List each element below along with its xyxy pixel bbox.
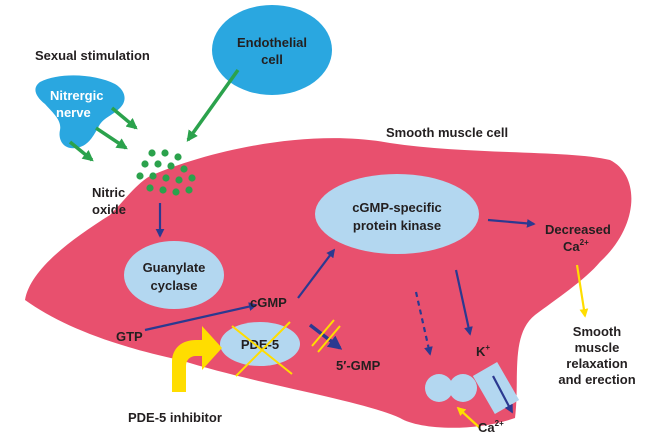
gtp-label: GTP <box>116 329 143 344</box>
nitric-oxide-dots <box>136 149 196 196</box>
ca-to-relaxation-arrow <box>575 264 589 318</box>
protein-kinase-label-2: protein kinase <box>353 218 441 233</box>
sexual-stimulation-label: Sexual stimulation <box>35 48 150 63</box>
nitrergic-nerve <box>35 75 125 149</box>
smooth-muscle-cell-body <box>25 138 632 428</box>
relaxation-label-4: and erection <box>558 372 635 387</box>
smooth-muscle-cell-label: Smooth muscle cell <box>386 125 508 140</box>
block-bar-1 <box>311 319 335 347</box>
nitric-oxide-label-1: Nitric <box>92 185 125 200</box>
block-bar-2 <box>317 325 341 353</box>
pkg-to-decreased-ca-arrow <box>487 218 536 228</box>
nitric-oxide-label-2: oxide <box>92 202 126 217</box>
endothelial-label-2: cell <box>261 52 283 67</box>
ca-channel-right <box>449 374 477 402</box>
gtp-to-cgmp-arrow <box>144 302 258 332</box>
nerve-arrow-3 <box>68 140 94 162</box>
k-channel <box>472 361 520 415</box>
pkg-to-k-channel-arrow <box>454 269 473 336</box>
ca-influx-arrow <box>456 406 481 429</box>
guanylate-label-1: Guanylate <box>143 260 206 275</box>
guanylate-cyclase-node <box>124 241 224 309</box>
protein-kinase-node <box>315 174 479 254</box>
nitrergic-label-1: Nitrergic <box>50 88 103 103</box>
pde5-inhibitor-label: PDE-5 inhibitor <box>128 410 222 425</box>
nitrergic-label-2: nerve <box>56 105 91 120</box>
pde5-to-5gmp-arrow <box>308 323 343 350</box>
nerve-arrow-2 <box>95 126 128 150</box>
5gmp-label: 5′-GMP <box>336 358 381 373</box>
relaxation-label-2: muscle <box>575 340 620 355</box>
relaxation-label-1: Smooth <box>573 324 621 339</box>
ca-channel-left <box>425 374 453 402</box>
endothelial-label-1: Endothelial <box>237 35 307 50</box>
ca-bottom-label: Ca2+ <box>478 419 504 435</box>
nerve-arrow-1 <box>110 106 138 130</box>
guanylate-label-2: cyclase <box>151 278 198 293</box>
cgmp-to-pkg-arrow <box>297 248 336 299</box>
cgmp-label: cGMP <box>250 295 287 310</box>
pde5-inhibitor-arrow <box>172 326 222 392</box>
k-efflux-arrow <box>492 375 513 414</box>
relaxation-label-3: relaxation <box>566 356 627 371</box>
pde5-cross-line-2 <box>235 321 291 377</box>
protein-kinase-label-1: cGMP-specific <box>352 200 442 215</box>
endothelial-cell <box>212 5 332 95</box>
endothelial-arrow <box>186 68 240 142</box>
decreased-label: Decreased <box>545 222 611 237</box>
k-plus-label: K+ <box>476 343 490 359</box>
decreased-ca-label: Ca2+ <box>563 238 589 254</box>
pkg-to-ca-channel-dashed-arrow <box>414 291 433 356</box>
